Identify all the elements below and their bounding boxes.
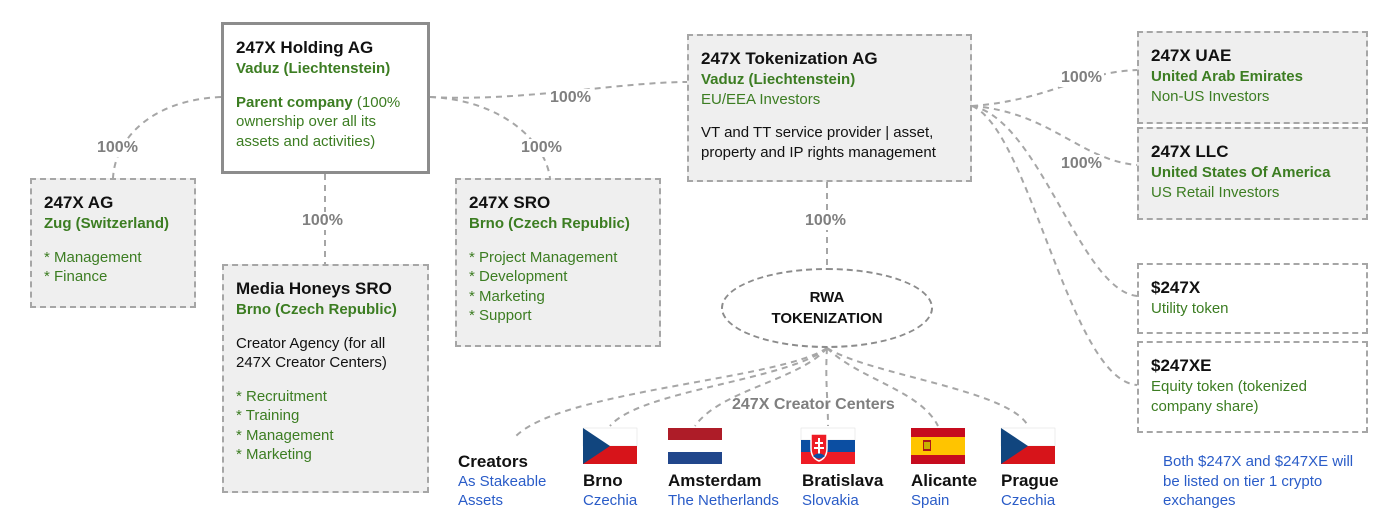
location-name: Amsterdam xyxy=(668,471,762,490)
uae-audience: Non-US Investors xyxy=(1151,87,1270,105)
location-brno: Brno Czechia xyxy=(583,470,637,510)
llc-title: 247X LLC xyxy=(1151,142,1229,161)
listing-note: Both $247X and $247XE will be listed on … xyxy=(1163,453,1354,509)
media-box: Media Honeys SRO Brno (Czech Republic) C… xyxy=(222,264,429,493)
location-alicante: Alicante Spain xyxy=(911,470,977,510)
media-item: * Training xyxy=(236,407,300,424)
tokenization-audience: EU/EEA Investors xyxy=(701,90,821,108)
llc-box: 247X LLC United States Of America US Ret… xyxy=(1137,127,1368,220)
line-tokenization-llc xyxy=(971,105,1138,166)
media-title: Media Honeys SRO xyxy=(236,279,392,298)
location-prague: Prague Czechia xyxy=(1001,470,1059,510)
line-holding-ag xyxy=(112,96,222,179)
creator-centers-title: 247X Creator Centers xyxy=(732,396,895,413)
location-name: Prague xyxy=(1001,471,1059,490)
tokenization-box: 247X Tokenization AG Vaduz (Liechtenstei… xyxy=(687,34,972,182)
media-item: * Management xyxy=(236,426,334,444)
ag-title: 247X AG xyxy=(44,193,114,212)
creators-sub: As Stakeable Assets xyxy=(458,473,547,509)
creators-label: Creators As Stakeable Assets xyxy=(458,451,568,510)
rwa-line2: TOKENIZATION xyxy=(771,310,883,327)
sro-item: * Project Management xyxy=(469,248,618,266)
uae-title: 247X UAE xyxy=(1151,46,1232,65)
slovakia-flag xyxy=(800,427,856,464)
equity-box: $247XE Equity token (tokenized company s… xyxy=(1137,341,1368,433)
netherlands-flag xyxy=(668,428,722,464)
line-rwa-prague xyxy=(826,347,1029,427)
line-tokenization-uae xyxy=(971,69,1138,107)
line-tokenization-equity xyxy=(971,105,1138,386)
rwa-line1: RWA xyxy=(809,289,845,306)
czech-flag-prague xyxy=(1000,427,1056,464)
pct-tokenization-uae: 100% xyxy=(1059,69,1104,87)
holding-location: Vaduz (Liechtenstein) xyxy=(236,60,391,77)
czech-flag-brno xyxy=(582,427,638,464)
line-holding-sro xyxy=(429,96,551,179)
token-box: $247X Utility token xyxy=(1137,263,1368,334)
uae-location: United Arab Emirates xyxy=(1151,68,1303,85)
location-country: Slovakia xyxy=(802,492,859,509)
line-tokenization-token xyxy=(971,105,1138,297)
location-amsterdam: Amsterdam The Netherlands xyxy=(668,470,779,510)
rwa-tokenization-node: RWA TOKENIZATION xyxy=(721,268,933,348)
holding-role: Parent company (100% ownership over all … xyxy=(236,93,415,152)
token-title: $247X xyxy=(1151,278,1201,297)
media-location: Brno (Czech Republic) xyxy=(236,301,397,318)
spain-flag xyxy=(911,428,965,464)
pct-holding-media: 100% xyxy=(300,212,345,230)
location-country: The Netherlands xyxy=(668,492,779,509)
llc-location: United States Of America xyxy=(1151,164,1331,181)
sro-location: Brno (Czech Republic) xyxy=(469,215,630,232)
token-desc: Utility token xyxy=(1151,300,1229,317)
tokenization-location: Vaduz (Liechtenstein) xyxy=(701,71,856,88)
location-bratislava: Bratislava Slovakia xyxy=(802,470,883,510)
holding-box: 247X Holding AG Vaduz (Liechtenstein) Pa… xyxy=(221,22,430,174)
line-rwa-alicante xyxy=(826,347,939,427)
line-rwa-amsterdam xyxy=(694,347,828,427)
media-desc: Creator Agency (for all 247X Creator Cen… xyxy=(236,334,387,372)
ag-box: 247X AG Zug (Switzerland) * Management *… xyxy=(30,178,196,308)
media-item: * Recruitment xyxy=(236,387,327,405)
tokenization-title: 247X Tokenization AG xyxy=(701,49,878,68)
location-name: Brno xyxy=(583,471,623,490)
equity-desc: Equity token (tokenized company share) xyxy=(1151,378,1307,415)
pct-holding-sro: 100% xyxy=(519,139,564,157)
tokenization-desc: VT and TT service provider | asset, prop… xyxy=(701,124,936,161)
line-rwa-creators xyxy=(514,347,828,438)
ag-item: * Finance xyxy=(44,268,108,285)
sro-item: * Marketing xyxy=(469,287,545,305)
location-country: Czechia xyxy=(1001,492,1056,509)
pct-tokenization-llc: 100% xyxy=(1059,155,1104,173)
uae-box: 247X UAE United Arab Emirates Non-US Inv… xyxy=(1137,31,1368,124)
location-name: Bratislava xyxy=(802,471,884,490)
media-item: * Marketing xyxy=(236,446,312,463)
sro-title: 247X SRO xyxy=(469,193,551,212)
llc-audience: US Retail Investors xyxy=(1151,183,1280,201)
line-rwa-bratislava xyxy=(825,347,829,427)
holding-role-bold: Parent company xyxy=(236,93,353,111)
holding-role-rest: (100% ownership over all its assets and … xyxy=(236,93,401,150)
line-rwa-brno xyxy=(609,347,828,427)
location-country: Spain xyxy=(911,492,950,509)
ag-location: Zug (Switzerland) xyxy=(44,215,169,232)
creators-name: Creators xyxy=(458,452,528,471)
sro-box: 247X SRO Brno (Czech Republic) * Project… xyxy=(455,178,661,347)
sro-item: * Support xyxy=(469,307,532,324)
ag-item: * Management xyxy=(44,248,142,266)
pct-tokenization-rwa: 100% xyxy=(803,212,848,230)
location-name: Alicante xyxy=(911,471,978,490)
pct-holding-ag: 100% xyxy=(95,139,140,157)
holding-title: 247X Holding AG xyxy=(236,38,374,57)
equity-title: $247XE xyxy=(1151,356,1212,375)
sro-item: * Development xyxy=(469,268,568,285)
location-country: Czechia xyxy=(583,492,638,509)
pct-holding-tokenization: 100% xyxy=(548,89,593,107)
